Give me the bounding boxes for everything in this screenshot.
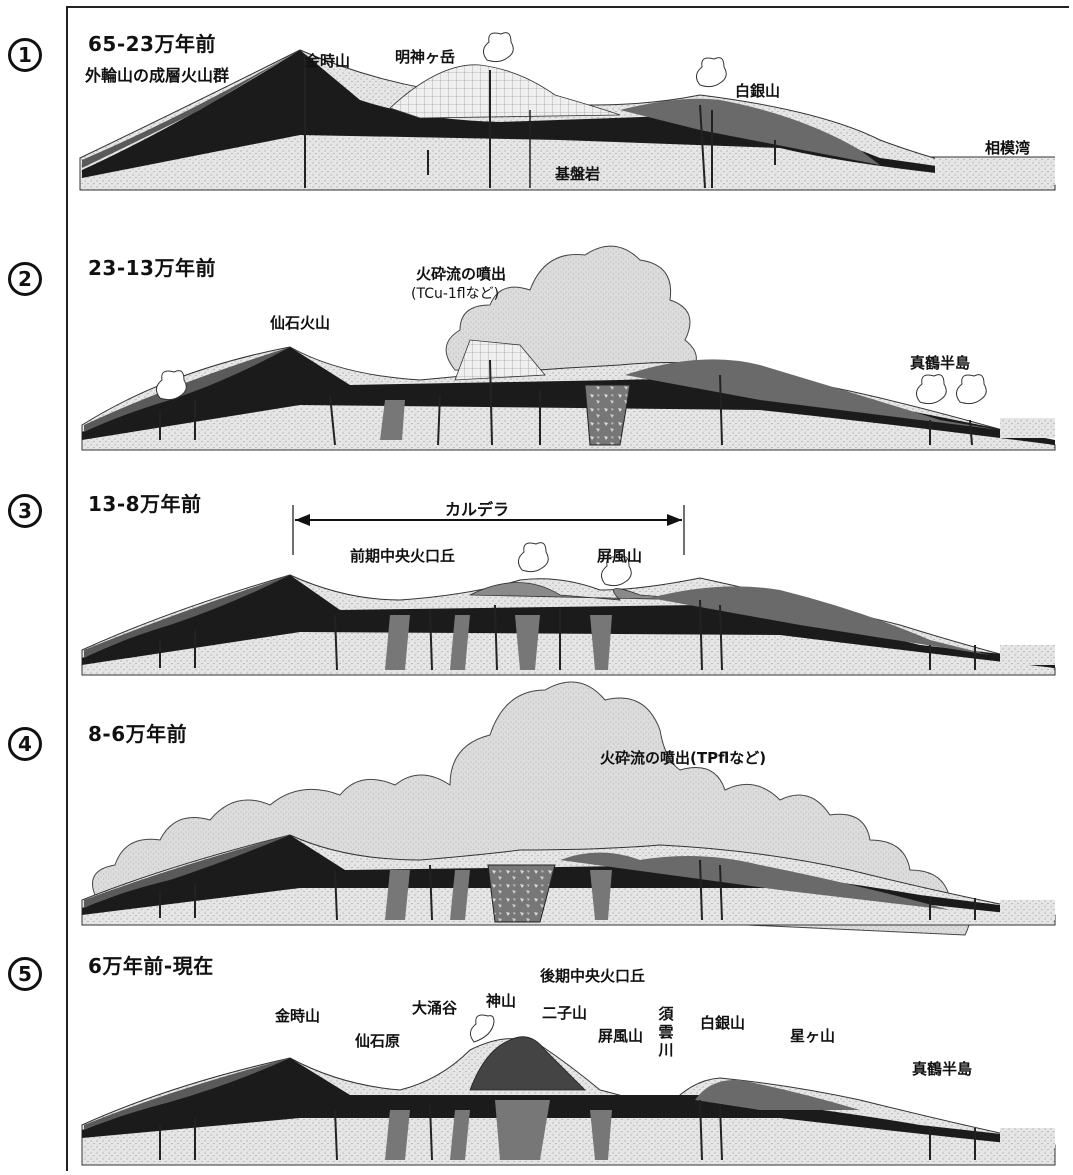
stage-4-title: 8-6万年前 <box>88 722 188 746</box>
stage-5-number: 5 <box>8 957 42 991</box>
label-shirogane-1: 白銀山 <box>735 82 781 100</box>
diagram-frame <box>66 6 1069 1171</box>
stage-2-title: 23-13万年前 <box>88 256 216 280</box>
stage-4-section <box>81 681 1056 936</box>
stage-1-section <box>79 32 1056 191</box>
stage-1-title: 65-23万年前 <box>88 32 216 56</box>
label-byobu-5: 屏風山 <box>598 1027 644 1045</box>
label-pyroclastic-4: 火砕流の噴出(TPflなど) <box>600 749 767 767</box>
label-sagami-bay: 相模湾 <box>985 139 1031 157</box>
label-myojin: 明神ヶ岳 <box>395 48 456 66</box>
label-caldera: カルデラ <box>445 500 510 519</box>
label-kintoki-1: 金時山 <box>305 52 351 70</box>
stage-5-section <box>81 1014 1056 1166</box>
stage-5-title: 6万年前-現在 <box>88 954 214 978</box>
stage-2-section <box>81 245 1056 451</box>
label-byobu-3: 屏風山 <box>597 547 643 565</box>
label-early-central-cone: 前期中央火口丘 <box>350 547 456 565</box>
stage-1-number: 1 <box>8 38 42 72</box>
label-futagoyama: 二子山 <box>542 1004 588 1022</box>
label-pyroclastic-2: 火砕流の噴出 <box>416 265 507 283</box>
stage-3-section <box>81 505 1056 676</box>
label-manazuru-2: 真鶴半島 <box>910 354 971 372</box>
stage-3-title: 13-8万年前 <box>88 492 202 516</box>
label-shirogane-5: 白銀山 <box>700 1014 746 1032</box>
label-sengoku-volcano: 仙石火山 <box>270 314 331 332</box>
label-late-central-cone: 後期中央火口丘 <box>540 967 646 985</box>
label-kintoki-5: 金時山 <box>275 1007 321 1025</box>
label-pyroclastic-note-2: (TCu-1flなど) <box>411 286 500 302</box>
label-sukumo-river: 須雲川 <box>658 1005 674 1059</box>
stage-3-number: 3 <box>8 494 42 528</box>
stage-4-number: 4 <box>8 727 42 761</box>
label-outer-rim-volcanoes: 外輪山の成層火山群 <box>85 66 230 85</box>
label-owakudani: 大涌谷 <box>412 999 458 1017</box>
label-sengokuhara: 仙石原 <box>355 1032 401 1050</box>
label-kamiyama: 神山 <box>486 992 517 1010</box>
label-basement-rock: 基盤岩 <box>555 165 601 183</box>
label-manazuru-5: 真鶴半島 <box>912 1060 973 1078</box>
label-hoshigayama: 星ヶ山 <box>790 1027 836 1045</box>
stage-2-number: 2 <box>8 262 42 296</box>
